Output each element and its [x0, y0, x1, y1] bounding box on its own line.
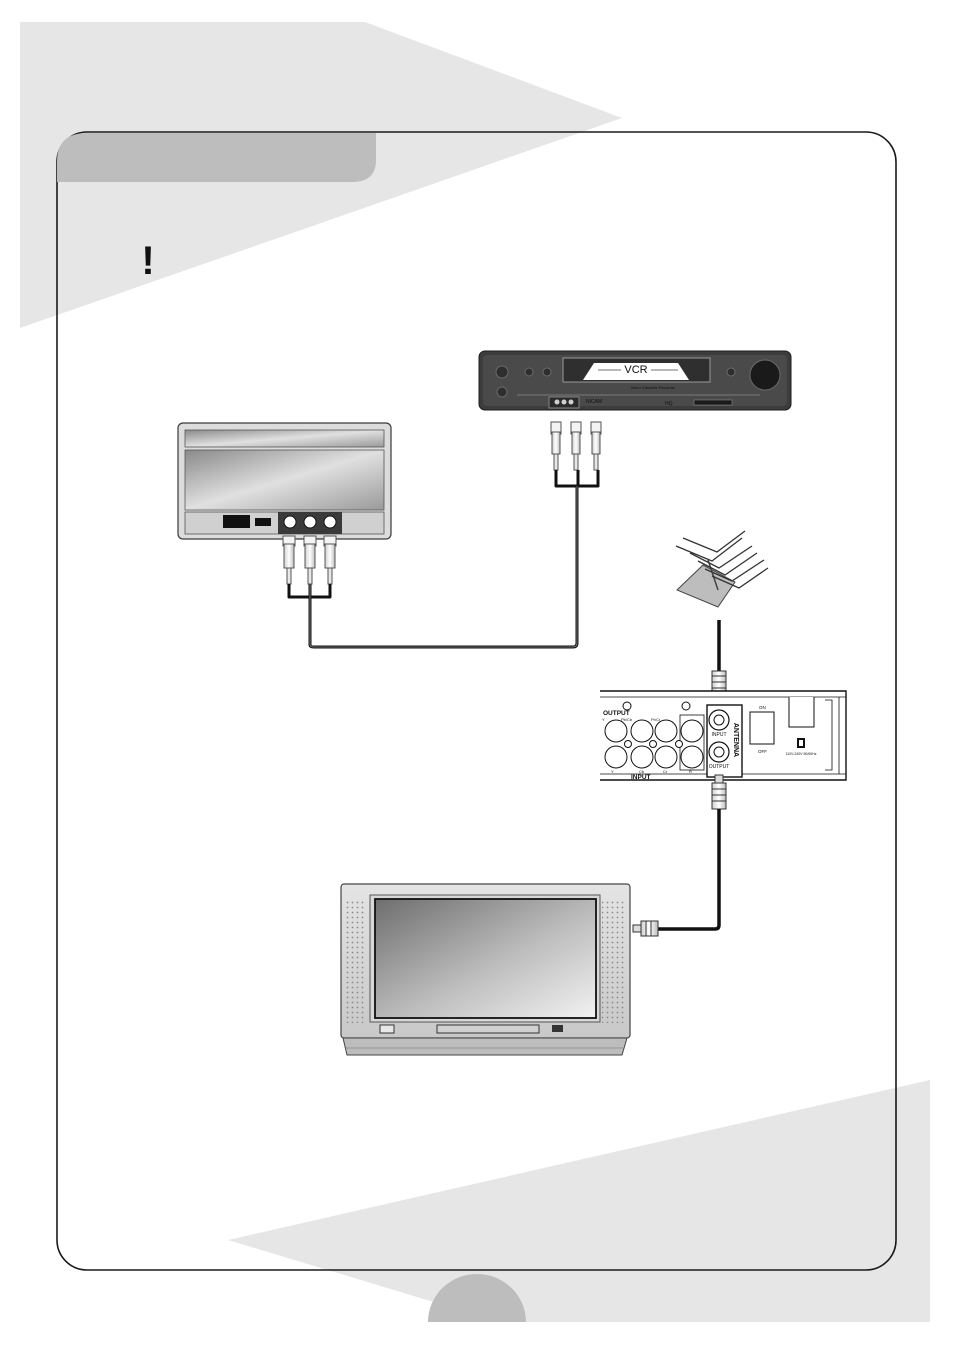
- input-jack-r: R: [689, 769, 692, 774]
- vcr-device: VCR Video Cassette Recorder NICAM HQ: [478, 350, 792, 411]
- tv-coax-cable: [658, 809, 721, 931]
- antenna-input-label: INPUT: [712, 732, 727, 738]
- tv-device: [340, 883, 631, 1056]
- header-banner: [57, 133, 376, 182]
- input-label: INPUT: [631, 774, 651, 781]
- antenna-label: ANTENNA: [732, 723, 739, 757]
- vcr-brand-line: NICAM: [586, 399, 602, 405]
- tv-screen: [374, 898, 597, 1019]
- antenna-output-label: OUTPUT: [709, 764, 730, 770]
- input-jack-cr: Cr: [663, 769, 668, 774]
- tv-coax-plug: [632, 920, 659, 937]
- power-switch: [749, 711, 775, 745]
- page-number-tab: [428, 1274, 526, 1322]
- switch-off-label: OFF: [758, 749, 767, 754]
- vcr-rca-plugs: [550, 421, 602, 471]
- receiver-rear-panel: OUTPUT Y Pb/Cb Pr/Cr Y Cb Cr R INPUT INP…: [600, 690, 847, 781]
- vcr-subtitle: Video Cassette Recorder: [631, 385, 676, 390]
- switch-on-label: ON: [759, 705, 766, 710]
- monitor-slot: [223, 515, 250, 528]
- output-jack-pr: Pr/Cr: [651, 717, 661, 722]
- tv-base: [342, 1037, 628, 1056]
- tv-control-strip: [436, 1024, 540, 1034]
- vcr-small-mark: HQ: [665, 401, 673, 407]
- tv-power-button: [379, 1024, 395, 1034]
- vcr-title: VCR: [624, 364, 647, 376]
- av-cable-highlight: [309, 486, 578, 648]
- vcr-button-left: [495, 365, 509, 379]
- background-band-bottom: [228, 1080, 930, 1322]
- input-jack-cb: Cb: [639, 769, 645, 774]
- tv-speaker-left: [345, 899, 365, 1023]
- output-label: OUTPUT: [603, 710, 630, 717]
- power-rating: 110V-240V 50/60Hz: [785, 752, 816, 756]
- output-jack-y: Y: [602, 717, 605, 722]
- content-frame: [56, 131, 897, 1271]
- warning-mark: !: [141, 239, 154, 283]
- antenna-icon: [675, 530, 769, 608]
- vcr-jog-dial-icon: [749, 359, 781, 391]
- monitor-device: [177, 422, 392, 540]
- tv-speaker-right: [602, 899, 624, 1023]
- output-jack-pb: Pb/Cb: [621, 717, 633, 722]
- input-jack-y: Y: [611, 769, 614, 774]
- monitor-rca-plugs: [282, 535, 337, 585]
